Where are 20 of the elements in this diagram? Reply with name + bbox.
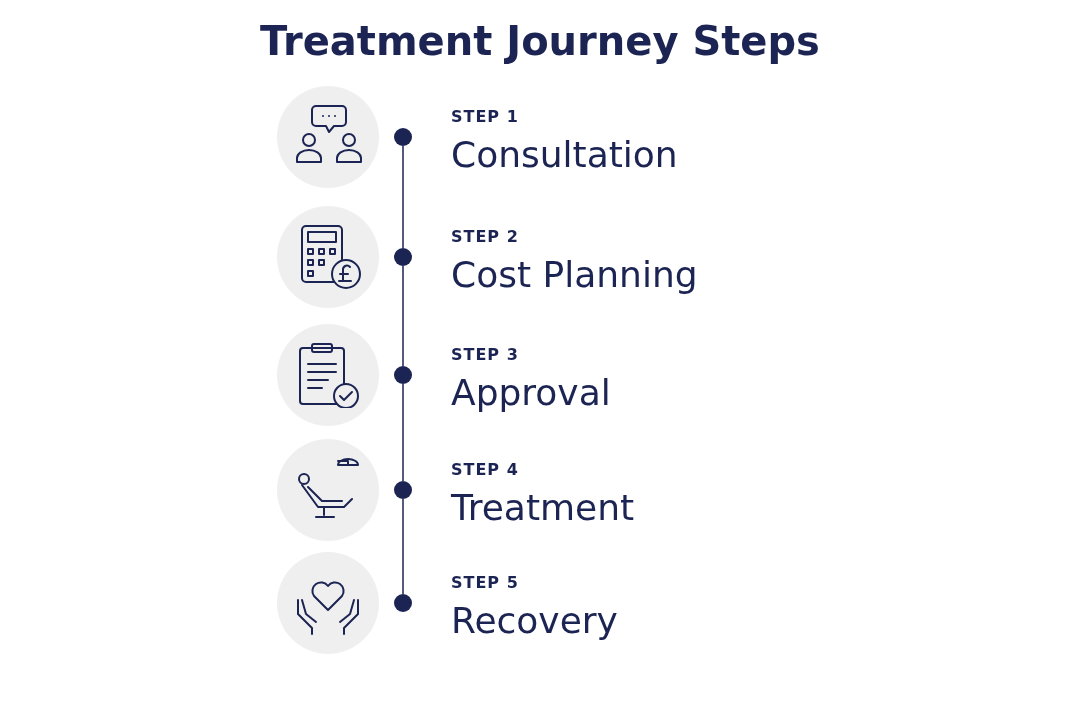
step-number: STEP 1: [451, 107, 519, 126]
connector-line: [402, 498, 404, 595]
timeline-dot: [394, 594, 412, 612]
timeline-dot: [394, 481, 412, 499]
connector-line: [402, 383, 404, 482]
step-name: Treatment: [451, 487, 635, 528]
step-number: STEP 5: [451, 573, 519, 592]
step-number: STEP 4: [451, 460, 519, 479]
title: Treatment Journey Steps: [259, 18, 821, 64]
timeline-dot: [394, 366, 412, 384]
step-name: Consultation: [451, 134, 678, 175]
step-name: Approval: [451, 372, 611, 413]
step-number: STEP 3: [451, 345, 519, 364]
connector-line: [402, 145, 404, 249]
step-number: STEP 2: [451, 227, 519, 246]
connector-line: [402, 265, 404, 367]
step-name: Cost Planning: [451, 254, 698, 295]
timeline-dot: [394, 128, 412, 146]
step-name: Recovery: [451, 600, 618, 641]
timeline-dot: [394, 248, 412, 266]
